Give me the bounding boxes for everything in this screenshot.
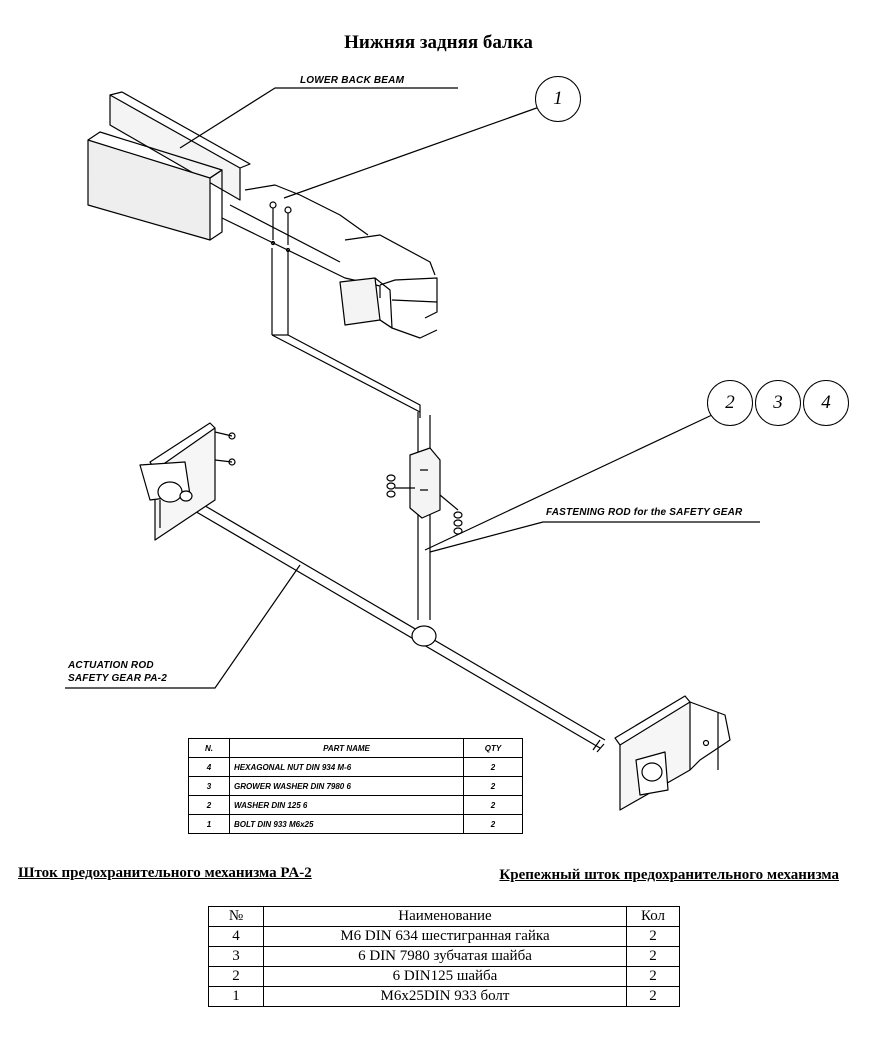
label-actuation-rod-line2: SAFETY GEAR PA-2	[68, 673, 167, 684]
lower-back-beam-shape	[87, 91, 438, 418]
callout-bubble-2: 2	[707, 380, 753, 426]
table-header-row: N. PART NAME QTY	[188, 738, 523, 758]
safety-gear-left	[139, 422, 236, 541]
table-row: 3 GROWER WASHER DIN 7980 6 2	[188, 776, 523, 796]
table-cell: 3	[208, 946, 264, 967]
table-cell: 1	[208, 986, 264, 1007]
table-cell: 2	[463, 795, 523, 815]
header-cell: №	[208, 906, 264, 927]
table-row: 4 M6 DIN 634 шестигранная гайка 2	[208, 926, 680, 947]
table-cell: 2	[463, 757, 523, 777]
leader-line-2-3-4	[424, 414, 713, 551]
actuation-rod-shape	[192, 499, 606, 749]
table-row: 2 6 DIN125 шайба 2	[208, 966, 680, 987]
bolts-item-1	[269, 201, 292, 253]
table-header-row: № Наименование Кол	[208, 906, 680, 927]
table-cell: 2	[208, 966, 264, 987]
caption-actuation-rod: Шток предохранительного механизма PA-2	[18, 865, 312, 881]
leader-line-fastening-rod	[429, 521, 760, 553]
table-row: 4 HEXAGONAL NUT DIN 934 M-6 2	[188, 757, 523, 777]
safety-gear-right	[592, 695, 731, 811]
table-cell: 6 DIN 7980 зубчатая шайба	[263, 946, 627, 967]
nuts-washers-items-2-3-4	[386, 474, 463, 535]
parts-table-russian: № Наименование Кол 4 M6 DIN 634 шестигра…	[208, 906, 680, 1007]
table-cell: 2	[463, 814, 523, 834]
leader-line-actuation-rod	[65, 564, 301, 689]
label-lower-back-beam: LOWER BACK BEAM	[300, 75, 405, 86]
table-cell: M6 DIN 634 шестигранная гайка	[263, 926, 627, 947]
parts-table-english: N. PART NAME QTY 4 HEXAGONAL NUT DIN 934…	[188, 738, 523, 834]
leader-line-beam	[179, 87, 458, 149]
table-cell: 2	[626, 926, 680, 947]
table-cell: 2	[188, 795, 230, 815]
table-row: 1 M6x25DIN 933 болт 2	[208, 986, 680, 1007]
table-cell: 4	[188, 757, 230, 777]
leader-line-1	[283, 104, 546, 199]
table-row: 1 BOLT DIN 933 M6x25 2	[188, 814, 523, 834]
table-cell: 2	[626, 986, 680, 1007]
table-cell: M6x25DIN 933 болт	[263, 986, 627, 1007]
table-row: 3 6 DIN 7980 зубчатая шайба 2	[208, 946, 680, 967]
table-cell: 4	[208, 926, 264, 947]
caption-fastening-rod: Крепежный шток предохранительного механи…	[499, 867, 839, 883]
table-cell: WASHER DIN 125 6	[229, 795, 464, 815]
callout-bubble-1: 1	[535, 76, 581, 122]
table-cell: GROWER WASHER DIN 7980 6	[229, 776, 464, 796]
table-cell: 2	[626, 946, 680, 967]
table-cell: 6 DIN125 шайба	[263, 966, 627, 987]
table-cell: 3	[188, 776, 230, 796]
header-cell: N.	[188, 738, 230, 758]
table-cell: 2	[626, 966, 680, 987]
label-actuation-rod-line1: ACTUATION ROD	[68, 660, 154, 671]
table-cell: 2	[463, 776, 523, 796]
table-cell: 1	[188, 814, 230, 834]
header-cell: QTY	[463, 738, 523, 758]
header-cell: PART NAME	[229, 738, 464, 758]
header-cell: Кол	[626, 906, 680, 927]
label-fastening-rod: FASTENING ROD for the SAFETY GEAR	[546, 507, 743, 518]
table-cell: BOLT DIN 933 M6x25	[229, 814, 464, 834]
header-cell: Наименование	[263, 906, 627, 927]
fastening-rod-shape	[409, 412, 441, 620]
table-cell: HEXAGONAL NUT DIN 934 M-6	[229, 757, 464, 777]
page-title: Нижняя задняя балка	[344, 32, 533, 53]
callout-bubble-4: 4	[803, 380, 849, 426]
table-row: 2 WASHER DIN 125 6 2	[188, 795, 523, 815]
callout-bubble-3: 3	[755, 380, 801, 426]
